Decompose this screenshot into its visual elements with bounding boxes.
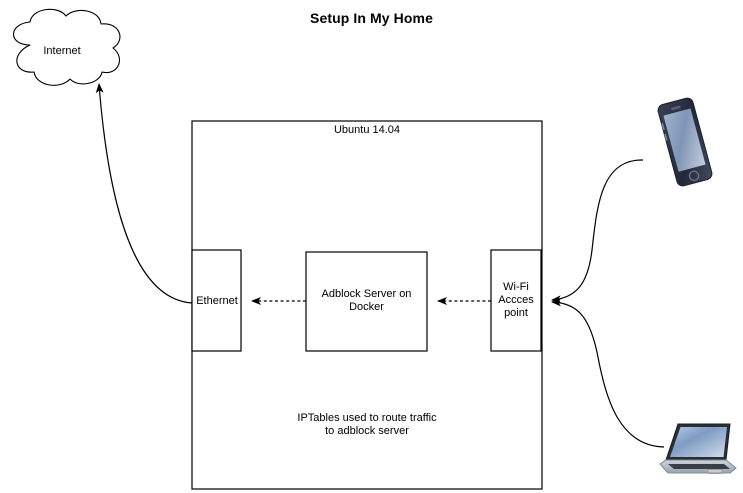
- edge-ethernet-to-internet[interactable]: [95, 83, 193, 304]
- adblock-server-box[interactable]: [305, 251, 428, 352]
- ethernet-box[interactable]: [191, 249, 242, 352]
- adblock-server-label: Adblock Server on Docker: [321, 288, 412, 313]
- edge-laptop-to-wifi[interactable]: [551, 298, 665, 448]
- internet-cloud-label: Internet: [43, 45, 81, 57]
- laptop-icon[interactable]: [656, 420, 738, 484]
- smartphone-icon[interactable]: [655, 96, 715, 188]
- page-title: Setup In My Home: [310, 10, 433, 26]
- iptables-note-label: IPTables used to route traffic to adbloc…: [297, 412, 437, 437]
- wifi-access-point-box[interactable]: [490, 249, 542, 352]
- wifi-access-point-label: Wi-Fi Accces point: [498, 281, 534, 319]
- ethernet-label: Ethernet: [196, 295, 238, 307]
- internet-cloud-shape[interactable]: [13, 8, 121, 86]
- edge-phone-to-wifi[interactable]: [551, 159, 644, 304]
- ubuntu-host-label: Ubuntu 14.04: [333, 124, 401, 136]
